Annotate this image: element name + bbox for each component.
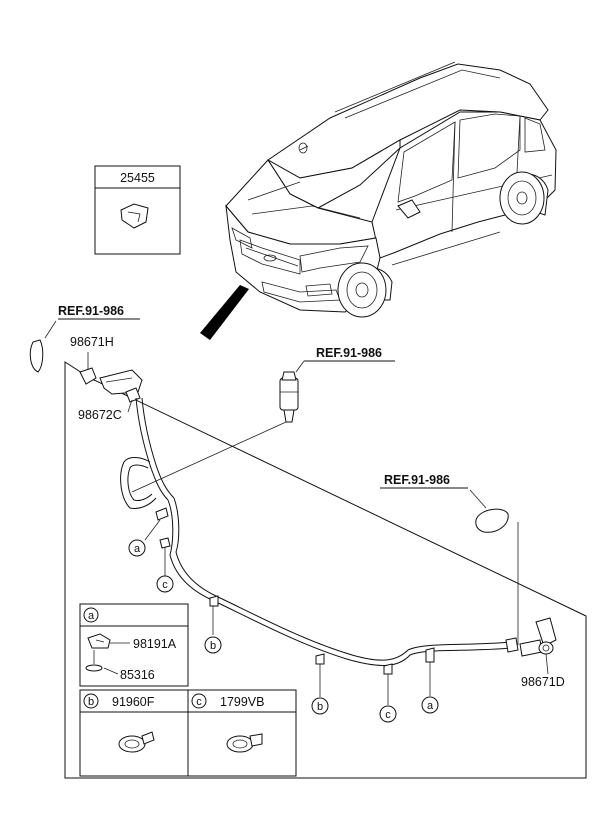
clip-98191A-icon [87,633,111,649]
washer-hose [120,397,511,666]
nozzle-cap-left [29,339,44,373]
legend-a-header: a [83,607,99,623]
grommet-85316-icon [85,650,103,672]
part-label-25455: 25455 [120,171,155,185]
callout-c-upper: c [156,575,174,593]
clip-icon [120,203,149,229]
svg-text:a: a [134,543,141,555]
part-label-98671H: 98671H [70,335,114,349]
ref-label-left: REF.91-986 [58,304,124,318]
assembly-frame [64,361,587,779]
callout-a-upper: a [128,539,146,557]
legend-c-header: c [191,693,207,709]
callout-c-right: c [379,705,397,723]
svg-text:b: b [317,701,323,713]
svg-text:b: b [210,640,216,652]
washer-nozzle-right [519,617,557,657]
washer-pump [279,371,299,423]
hose-clamp-b-icon [118,731,155,753]
hose-clamp-c-icon [226,733,263,753]
ref-label-pump: REF.91-986 [316,346,382,360]
vehicle-illustration [225,61,557,318]
nozzle-cap-right [475,508,509,533]
hose-clip-b-left [209,595,219,635]
part-label-98671D: 98671D [521,675,565,689]
washer-nozzle-left [79,367,143,403]
callout-b-left: b [204,636,222,654]
part-label-98672C: 98672C [78,408,122,422]
location-pointer [200,285,249,340]
hose-connector [505,637,519,653]
callout-a-right: a [421,696,439,714]
svg-text:a: a [427,700,434,712]
ref-label-right: REF.91-986 [384,473,450,487]
hose-clip-a-right [425,647,435,696]
part-label-98191A: 98191A [133,637,177,651]
legend-table: a 98191A 85316 b 91960F c 1799VB [79,603,297,777]
hose-clip-a-upper [144,507,169,541]
hose-clip-c-right [383,663,393,705]
hose-clip-b-right [315,653,325,697]
svg-text:c: c [162,579,168,591]
legend-b-header: b [83,693,99,709]
svg-text:c: c [196,696,202,708]
part-label-91960F: 91960F [112,695,155,709]
svg-text:b: b [88,696,94,708]
part-label-85316: 85316 [120,668,155,682]
callout-b-right: b [311,697,329,715]
part-box-25455: 25455 [94,165,181,255]
hose-clip-c-upper [159,537,171,576]
part-label-1799VB: 1799VB [220,695,264,709]
svg-text:a: a [88,610,95,622]
svg-text:c: c [385,709,391,721]
